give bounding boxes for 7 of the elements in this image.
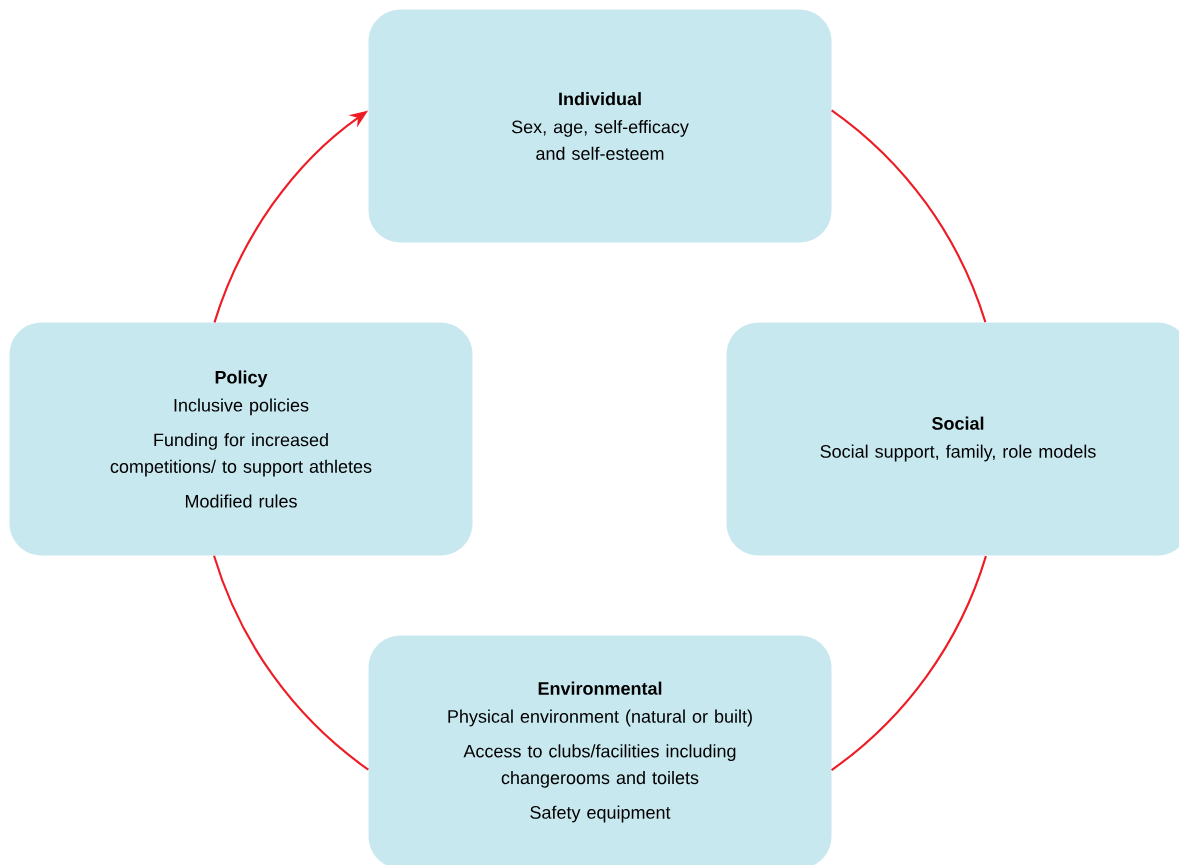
category-box: Policy Inclusive policies Funding for increased competitions/ to support athletes Modified rules [9,322,473,556]
connector-arc [213,555,369,771]
category-box: Social Social support, family, role models [726,322,1179,556]
category-box: Individual Sex, age, self-efficacy and self-esteem [368,9,832,243]
category-box: Environmental Physical environment (natural or built) Access to clubs/facilities including changerooms and toilets Safety equipment [368,635,832,865]
connector-arc [831,555,987,771]
connector-arc [831,109,987,323]
